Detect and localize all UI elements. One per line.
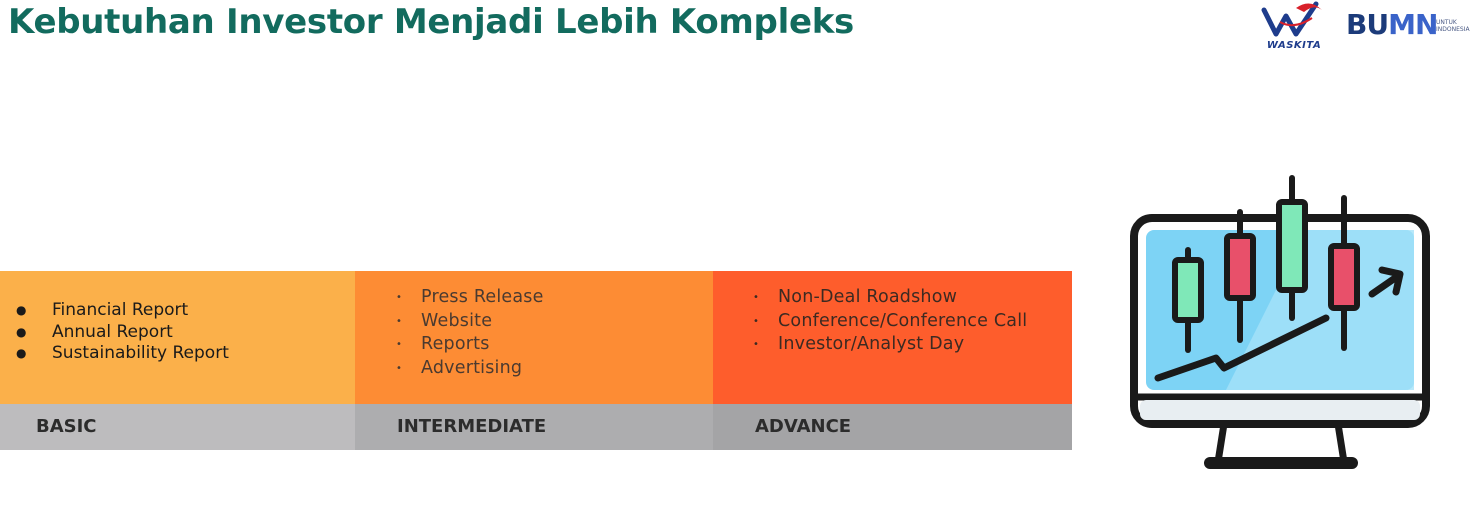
- list-item: •Investor/Analyst Day: [753, 333, 1027, 357]
- bullet-icon: •: [753, 315, 760, 327]
- level-advance: •Non-Deal Roadshow •Conference/Conferenc…: [713, 271, 1072, 450]
- bullet-icon: •: [396, 292, 403, 303]
- investor-needs-levels: ●Financial Report ●Annual Report ●Sustai…: [0, 271, 1072, 450]
- screen-glare: [1226, 230, 1414, 390]
- bullet-icon: ●: [16, 303, 27, 317]
- candle-4-body: [1328, 243, 1360, 311]
- bullet-icon: •: [396, 362, 403, 374]
- level-basic-label: BASIC: [36, 416, 97, 437]
- level-basic: ●Financial Report ●Annual Report ●Sustai…: [0, 271, 355, 450]
- bumn-wordmark: BUMN: [1346, 8, 1438, 41]
- monitor-candlestick-chart-icon: [1126, 172, 1436, 477]
- level-intermediate-footer: INTERMEDIATE: [355, 404, 713, 450]
- list-item: ●Sustainability Report: [16, 343, 229, 363]
- level-basic-list: ●Financial Report ●Annual Report ●Sustai…: [16, 300, 229, 365]
- bullet-icon: •: [396, 315, 403, 327]
- list-item: •Reports: [396, 333, 544, 357]
- list-item: ●Annual Report: [16, 321, 173, 342]
- monitor-stand: [1214, 420, 1348, 466]
- list-item: ●Financial Report: [16, 300, 189, 320]
- level-intermediate-label: INTERMEDIATE: [397, 416, 547, 437]
- bullet-icon: ●: [16, 324, 27, 339]
- level-advance-label: ADVANCE: [755, 416, 852, 437]
- waskita-w-icon: [1261, 1, 1322, 37]
- trend-arrowhead: [1378, 266, 1404, 296]
- bullet-icon: •: [396, 339, 403, 350]
- monitor-illustration: [1130, 175, 1430, 469]
- level-intermediate: •Press Release •Website •Reports •Advert…: [355, 271, 713, 450]
- waskita-wordmark: WASKITA: [1266, 40, 1322, 51]
- waskita-logo: WASKITA: [1254, 0, 1334, 56]
- level-basic-footer: BASIC: [0, 404, 355, 450]
- level-advance-footer: ADVANCE: [713, 404, 1072, 450]
- level-intermediate-body: •Press Release •Website •Reports •Advert…: [355, 271, 713, 404]
- candle-2-body: [1224, 233, 1256, 301]
- bullet-icon: ●: [16, 346, 27, 360]
- trend-arrow-shaft: [1368, 272, 1402, 298]
- monitor-base: [1204, 457, 1358, 469]
- page-title: Kebutuhan Investor Menjadi Lebih Komplek…: [8, 2, 854, 42]
- monitor-chin: [1140, 400, 1420, 420]
- candle-1-body: [1172, 257, 1204, 323]
- bullet-icon: •: [753, 339, 760, 350]
- level-basic-body: ●Financial Report ●Annual Report ●Sustai…: [0, 271, 355, 404]
- list-item: •Website: [396, 310, 544, 334]
- list-item: •Non-Deal Roadshow: [753, 286, 1027, 310]
- level-intermediate-list: •Press Release •Website •Reports •Advert…: [396, 286, 544, 380]
- list-item: •Press Release: [396, 286, 544, 310]
- trend-arrow-line: [1154, 314, 1330, 382]
- list-item: •Advertising: [396, 357, 544, 381]
- list-item: •Conference/Conference Call: [753, 310, 1027, 334]
- candle-3-body: [1276, 199, 1308, 293]
- bullet-icon: •: [753, 292, 760, 303]
- level-advance-list: •Non-Deal Roadshow •Conference/Conferenc…: [753, 286, 1027, 357]
- level-advance-body: •Non-Deal Roadshow •Conference/Conferenc…: [713, 271, 1072, 404]
